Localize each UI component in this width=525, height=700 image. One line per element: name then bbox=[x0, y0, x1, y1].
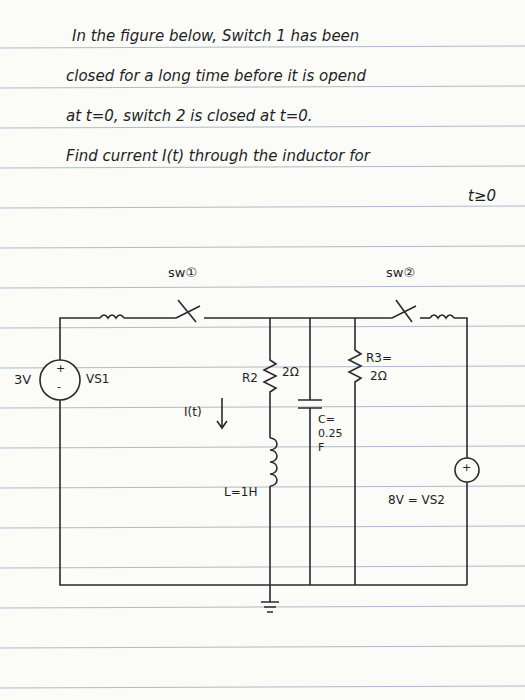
paper-lines bbox=[0, 46, 525, 688]
source-name: VS1 bbox=[86, 373, 109, 386]
source-value: 3V bbox=[14, 373, 31, 387]
inductor bbox=[270, 438, 277, 486]
note-line: closed for a long time before it is open… bbox=[66, 68, 366, 85]
polarity-mark: - bbox=[57, 381, 61, 393]
capacitor bbox=[298, 400, 322, 408]
inductor-value: L=1H bbox=[224, 486, 257, 499]
ground-symbol bbox=[261, 585, 279, 612]
polarity-mark: + bbox=[462, 462, 471, 474]
source-vs2 bbox=[455, 458, 479, 482]
resistor-value: 2Ω bbox=[282, 366, 299, 379]
resistor-value: 2Ω bbox=[370, 370, 387, 383]
note-line: In the figure below, Switch 1 has been bbox=[72, 28, 359, 45]
source-value: 8V = VS2 bbox=[388, 494, 445, 507]
resistor-r2 bbox=[264, 318, 276, 438]
wires bbox=[60, 300, 467, 612]
note-line: at t=0, switch 2 is closed at t=0. bbox=[66, 108, 313, 125]
capacitor-value: 0.25 bbox=[318, 428, 343, 440]
switch-label: sw② bbox=[386, 266, 415, 280]
top-left-resistor bbox=[100, 315, 124, 318]
top-right-resistor bbox=[430, 315, 454, 318]
polarity-mark: + bbox=[56, 363, 65, 375]
source-vs1 bbox=[40, 360, 80, 400]
note-line: t≥0 bbox=[468, 188, 496, 205]
resistor-name: R2 bbox=[242, 372, 258, 385]
resistor-name: R3= bbox=[366, 352, 392, 365]
capacitor-value: C= bbox=[318, 414, 335, 426]
capacitor-value: F bbox=[318, 442, 324, 454]
resistor-r3 bbox=[349, 318, 361, 585]
switch-label: sw① bbox=[168, 266, 197, 280]
current-label: I(t) bbox=[184, 406, 202, 419]
current-arrow bbox=[217, 398, 227, 428]
note-line: Find current I(t) through the inductor f… bbox=[66, 148, 370, 165]
